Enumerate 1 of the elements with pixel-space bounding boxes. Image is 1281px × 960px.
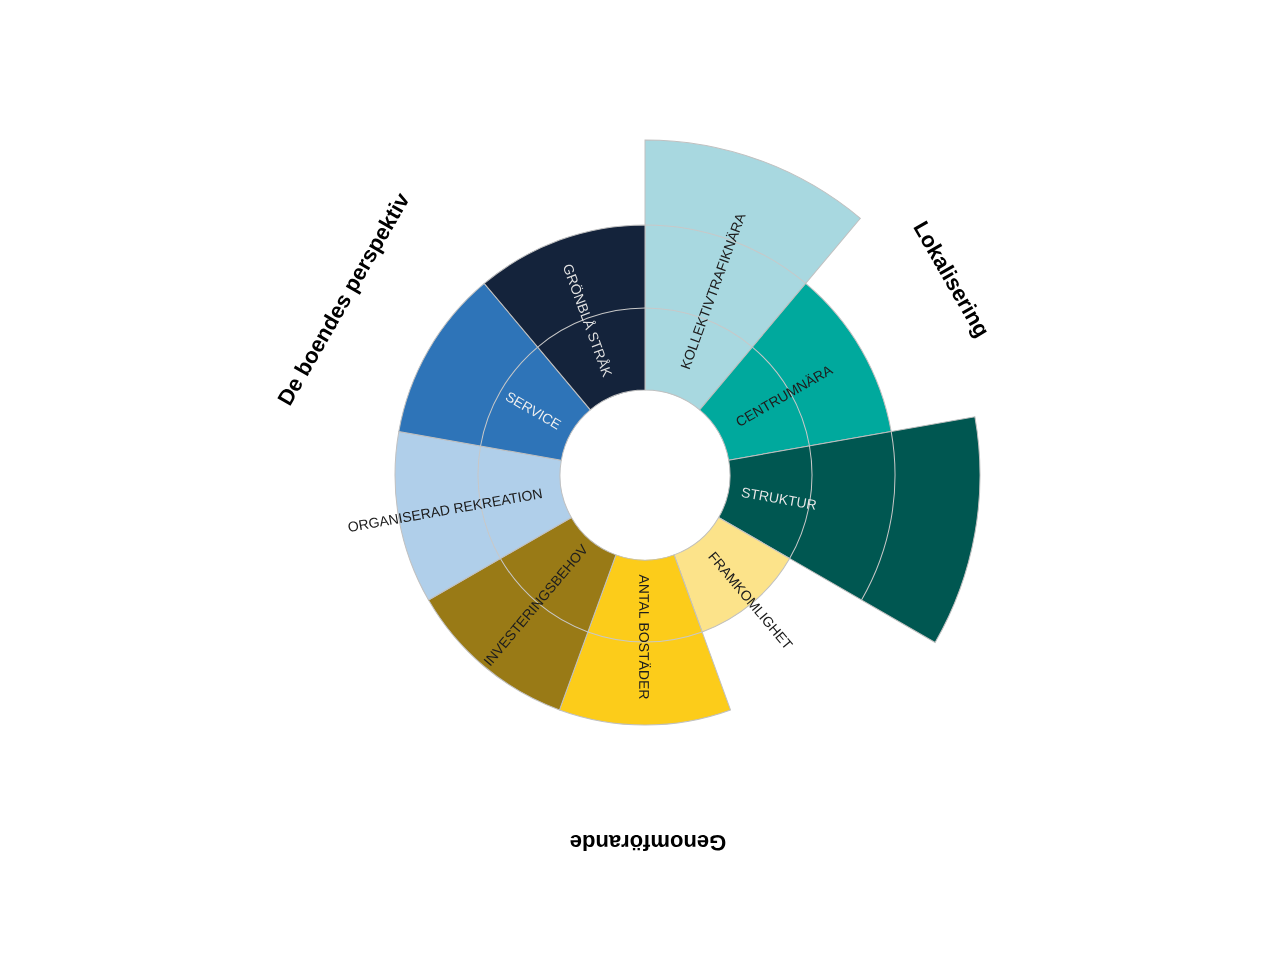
group-title: Genomförande [570, 834, 726, 852]
